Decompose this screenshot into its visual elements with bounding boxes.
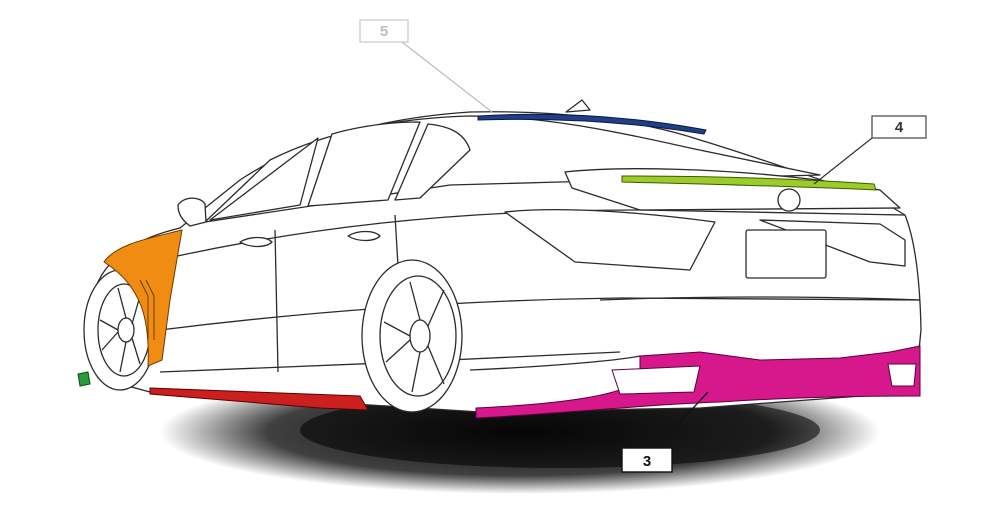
leader-line-5	[401, 41, 493, 113]
leader-line-4	[813, 137, 873, 185]
rear-wheel	[361, 259, 463, 413]
front-lip-corner-part	[77, 371, 91, 387]
front-fender-part	[103, 229, 183, 367]
trunk-spoiler-part	[621, 175, 877, 191]
leader-line-3	[655, 391, 709, 449]
callout-label-4: 4	[895, 119, 904, 136]
callout-label-3: 3	[643, 453, 651, 470]
rear-diffuser-part	[475, 345, 921, 419]
callout-4: 4	[871, 115, 927, 139]
car-body	[91, 99, 922, 413]
roof-spoiler-part	[477, 113, 707, 135]
callout-3: 3	[621, 447, 673, 473]
callout-label-5: 5	[380, 23, 388, 40]
side-skirt-part	[149, 387, 369, 411]
callout-5: 5	[359, 19, 409, 43]
